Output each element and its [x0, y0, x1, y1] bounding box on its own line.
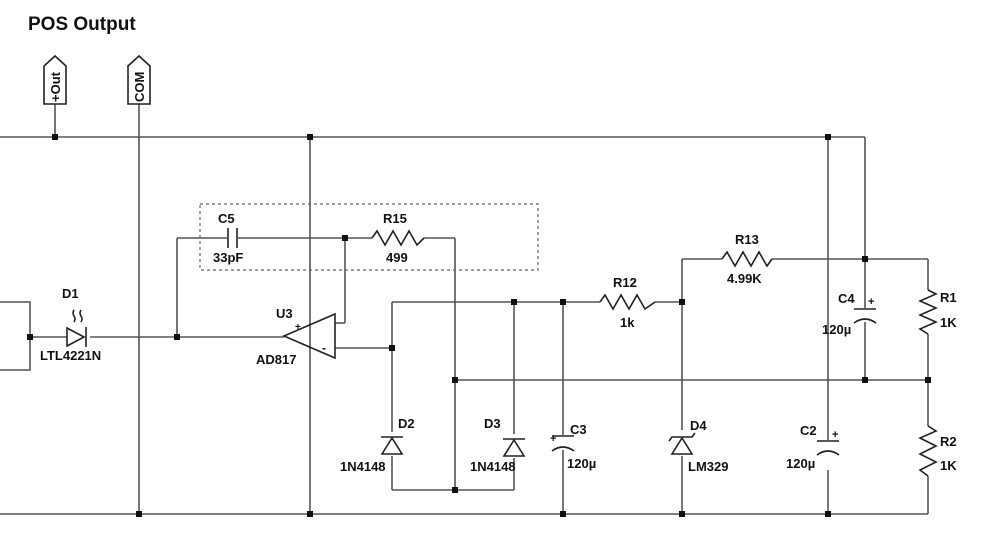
- junction: [452, 377, 458, 383]
- port-com: COM: [127, 54, 151, 105]
- r2-zigzag: [918, 425, 938, 477]
- junction: [174, 334, 180, 340]
- diode-d4: D4 LM329: [668, 418, 728, 474]
- d4-triangle: [670, 436, 694, 455]
- junction: [511, 299, 517, 305]
- junction: [560, 299, 566, 305]
- resistor-r12: R12 1k: [599, 275, 656, 330]
- c4-polarity: +: [868, 296, 874, 308]
- c3-polarity: +: [550, 433, 556, 445]
- r2-ref: R2: [940, 434, 957, 449]
- d4-value: LM329: [688, 459, 728, 474]
- c4-ref: C4: [838, 291, 855, 306]
- c2-polarity: +: [832, 429, 838, 441]
- r2-value: 1K: [940, 458, 957, 473]
- led-d1-triangle: [66, 326, 86, 348]
- c3-ref: C3: [570, 422, 587, 437]
- wires: [0, 104, 929, 515]
- d1-ref: D1: [62, 286, 79, 301]
- junction: [925, 377, 931, 383]
- junction: [862, 377, 868, 383]
- port-out-label: +Out: [48, 71, 63, 102]
- r1-ref: R1: [940, 290, 957, 305]
- wire-left-bracket: [0, 301, 31, 371]
- d3-ref: D3: [484, 416, 501, 431]
- u3-ref: U3: [276, 306, 293, 321]
- junction: [342, 235, 348, 241]
- resistor-r2: R2 1K: [918, 425, 957, 477]
- page-title: POS Output: [28, 14, 136, 35]
- port-out-flag: [43, 54, 67, 105]
- diode-d3: D3 1N4148: [470, 416, 526, 474]
- junction: [136, 511, 142, 517]
- junction: [825, 511, 831, 517]
- capacitor-c3: + C3 120µ: [550, 422, 596, 471]
- c2-plate-bottom: [816, 450, 840, 456]
- junction: [452, 487, 458, 493]
- r12-zigzag: [599, 293, 656, 311]
- d4-bar: [668, 432, 696, 442]
- junction: [825, 134, 831, 140]
- c5-ref: C5: [218, 211, 235, 226]
- resistor-r1: R1 1K: [918, 289, 957, 335]
- capacitor-c5: C5 33pF: [213, 211, 243, 265]
- c4-value: 120µ: [822, 322, 851, 337]
- junction: [560, 511, 566, 517]
- u3-pin-minus: -: [322, 341, 326, 355]
- led-d1: D1 LTL4221N: [40, 286, 101, 363]
- d2-value: 1N4148: [340, 459, 386, 474]
- c5-value: 33pF: [213, 250, 243, 265]
- r1-value: 1K: [940, 315, 957, 330]
- d4-ref: D4: [690, 418, 707, 433]
- c5-r15-group-box: [199, 203, 539, 271]
- c3-plate-bottom: [551, 446, 575, 452]
- resistor-r13: R13 4.99K: [721, 232, 773, 286]
- r15-zigzag: [371, 229, 425, 247]
- c3-value: 120µ: [567, 456, 596, 471]
- d1-value: LTL4221N: [40, 348, 101, 363]
- r13-ref: R13: [735, 232, 759, 247]
- r15-value: 499: [386, 250, 408, 265]
- junction: [52, 134, 58, 140]
- junction: [862, 256, 868, 262]
- d2-ref: D2: [398, 416, 415, 431]
- junction: [679, 511, 685, 517]
- resistor-r15: R15 499: [371, 211, 425, 265]
- d2-triangle: [380, 436, 404, 455]
- capacitor-c2: + C2 120µ: [786, 423, 840, 471]
- port-com-label: COM: [132, 72, 147, 102]
- u3-pin-plus: +: [295, 322, 301, 333]
- led-d1-emission-1: [72, 309, 76, 323]
- c4-plate-bottom: [853, 318, 877, 324]
- capacitor-c4: + C4 120µ: [822, 291, 877, 337]
- port-com-flag: [127, 54, 151, 105]
- r12-value: 1k: [620, 315, 635, 330]
- d3-triangle: [502, 438, 526, 457]
- opamp-u3: + - U3 AD817: [256, 306, 336, 367]
- junctions: [27, 134, 931, 517]
- r1-zigzag: [918, 289, 938, 335]
- r13-zigzag: [721, 250, 773, 268]
- junction: [27, 334, 33, 340]
- u3-triangle: [281, 312, 336, 360]
- c2-value: 120µ: [786, 456, 815, 471]
- u3-value: AD817: [256, 352, 296, 367]
- port-out: +Out: [43, 54, 67, 105]
- diode-d2: D2 1N4148: [340, 416, 415, 474]
- d3-value: 1N4148: [470, 459, 516, 474]
- r13-value: 4.99K: [727, 271, 762, 286]
- junction: [679, 299, 685, 305]
- junction: [307, 134, 313, 140]
- led-d1-emission-2: [79, 309, 83, 323]
- r15-ref: R15: [383, 211, 407, 226]
- junction: [307, 511, 313, 517]
- c2-ref: C2: [800, 423, 817, 438]
- r12-ref: R12: [613, 275, 637, 290]
- junction: [389, 345, 395, 351]
